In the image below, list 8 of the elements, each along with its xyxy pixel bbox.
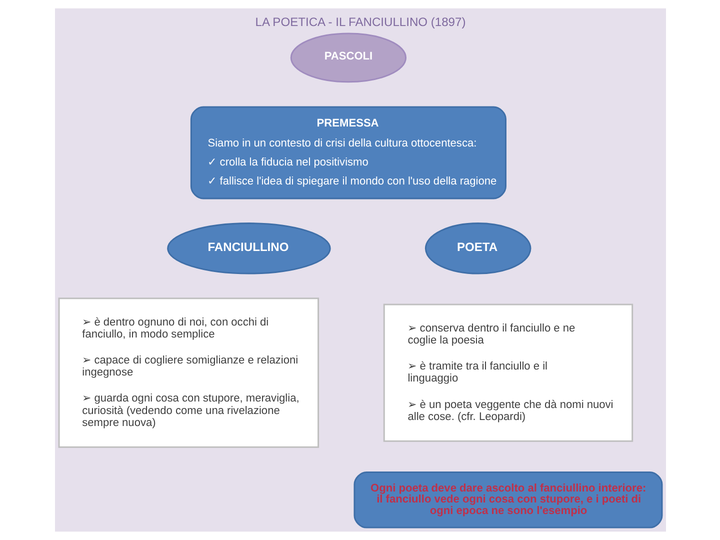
node-box: Ogni poeta deve dare ascolto al fanciullino interiore: il fanciullo vede ogni cosa con stupore, e i poeti di ogni epoca ne sono l'esempio: [353, 472, 662, 528]
node-box: ➢ conserva dentro il fanciullo e ne coglie la poesia ➢ è tramite tra il fanciullo e il linguaggio ➢ è un poeta veggente che dà nomi nuovi alle cose. (cfr. Leopardi): [382, 304, 633, 442]
node-ellipse: POETA: [424, 222, 531, 274]
node-box: PREMESSA Siamo in un contesto di crisi della cultura ottocentesca: ✓ crolla la fiducia nel positivismo ✓ fallisce l'idea di spiegare il mondo con l'uso della ragione: [190, 106, 506, 200]
node-ellipse: FANCIULLINO: [166, 222, 330, 274]
diagram-title: LA POETICA - IL FANCIULLINO (1897): [254, 15, 466, 30]
node-ellipse: PASCOLI: [290, 32, 406, 83]
node-box: ➢ è dentro ognuno di noi, con occhi di fanciullo, in modo semplice ➢ capace di cogliere somiglianze e relazioni ingegnose ➢ guarda ogni cosa con stupore, meraviglia, curiosità (vedendo come una rivelazione sempre nuova): [58, 298, 319, 448]
